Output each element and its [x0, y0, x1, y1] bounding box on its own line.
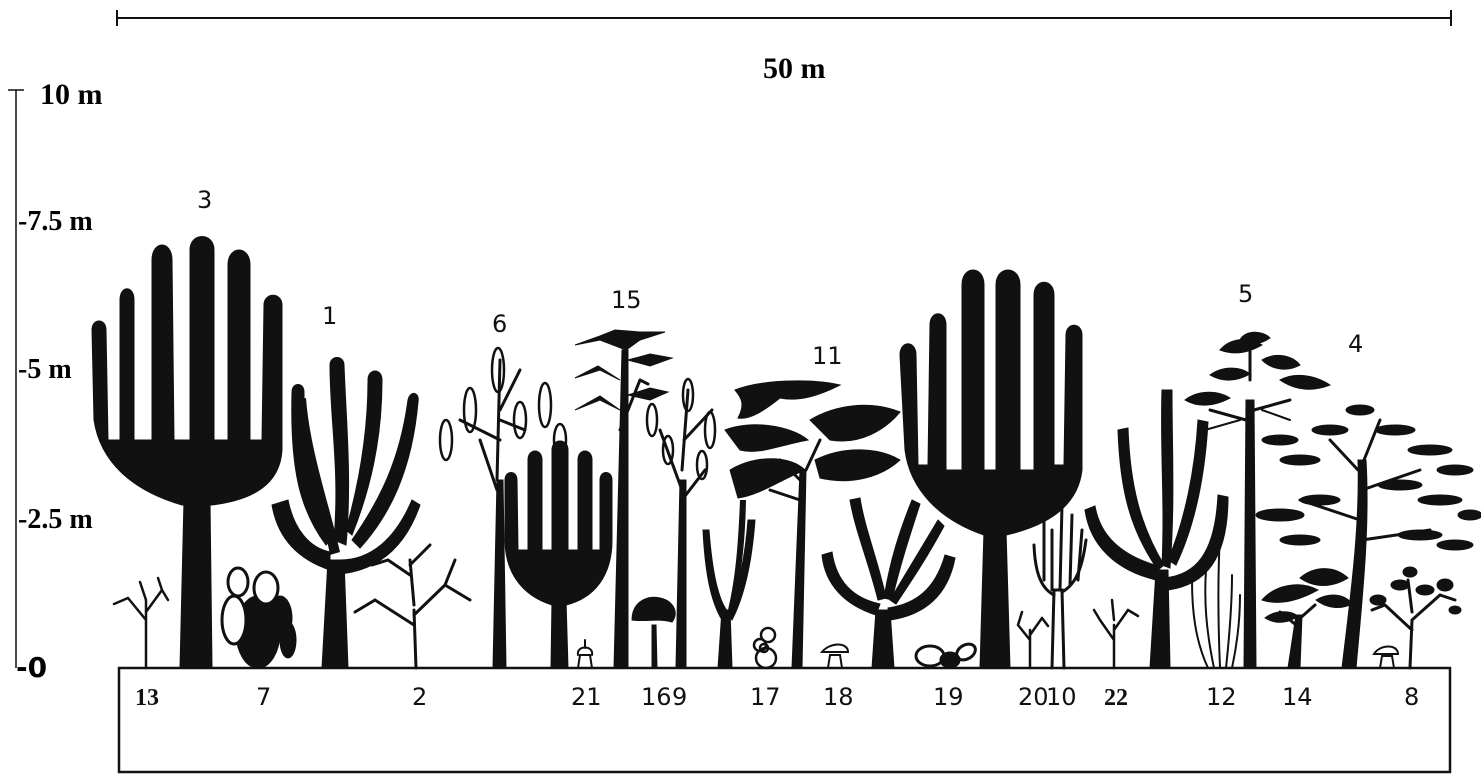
plant-6-pod-tree: [440, 348, 566, 668]
species-label-8: 8: [1404, 683, 1419, 711]
species-label-11: 11: [812, 342, 843, 370]
species-label-12: 12: [1206, 683, 1237, 711]
species-label-9: 9: [672, 683, 687, 711]
plant-4-spreading-tree: [1256, 405, 1481, 668]
species-label-19: 19: [933, 683, 964, 711]
vertical-scale-label-2-5: -2.5 m: [18, 504, 93, 535]
plant-16-small-tree: [632, 597, 675, 668]
vertical-scale-label-5: -5 m: [18, 354, 72, 385]
plant-21-small-cactus: [578, 640, 592, 668]
species-label-14: 14: [1282, 683, 1313, 711]
species-label-21: 21: [571, 683, 602, 711]
plant-20-shrub: [1018, 612, 1048, 668]
plant-18-small-cactus: [822, 645, 848, 669]
species-label-15: 15: [611, 286, 642, 314]
plant-8-shrub: [1370, 567, 1461, 668]
species-label-7: 7: [256, 683, 271, 711]
species-label-13: 13: [135, 685, 159, 711]
vertical-scale-label-10: 10 m: [40, 78, 103, 111]
plant-2-shrub: [355, 545, 470, 668]
plant-19-low-cactus: [916, 641, 978, 668]
plant-14-small-tree: [1262, 569, 1352, 668]
species-label-10: 10: [1046, 683, 1077, 711]
plant-small-candelabra-cactus: [505, 441, 612, 668]
species-label-22: 22: [1104, 685, 1128, 711]
species-label-18: 18: [823, 683, 854, 711]
plant-1-candelabra-cactus: [272, 358, 420, 669]
plant-7-prickly-pear: [222, 568, 296, 668]
plant-candelabra-cactus-center: [822, 498, 955, 668]
species-label-20: 20: [1018, 683, 1049, 711]
species-label-5: 5: [1238, 280, 1253, 308]
plant-small-cactus-right: [1374, 647, 1398, 669]
horizontal-scale-bar: [117, 10, 1451, 26]
species-label-16: 16: [641, 683, 672, 711]
plant-17-ball-cactus: [754, 628, 776, 668]
species-label-1: 1: [322, 302, 337, 330]
ground-label-box: [119, 668, 1450, 772]
vertical-scale-label-0: -0: [16, 651, 47, 684]
plant-22-shrub: [1094, 600, 1138, 668]
plant-10-columnar-cactus: [1034, 505, 1086, 668]
species-label-2: 2: [412, 683, 427, 711]
vertical-scale-label-7-5: -7.5 m: [18, 206, 93, 237]
species-label-4: 4: [1348, 330, 1363, 358]
plant-branching-cactus-center: [703, 500, 755, 668]
species-label-3: 3: [197, 186, 212, 214]
horizontal-scale-label: 50 m: [763, 52, 826, 85]
plant-9-pod-tree: [647, 379, 715, 668]
species-label-17: 17: [750, 683, 781, 711]
species-label-6: 6: [492, 310, 507, 338]
plant-13-shrub: [114, 578, 168, 668]
